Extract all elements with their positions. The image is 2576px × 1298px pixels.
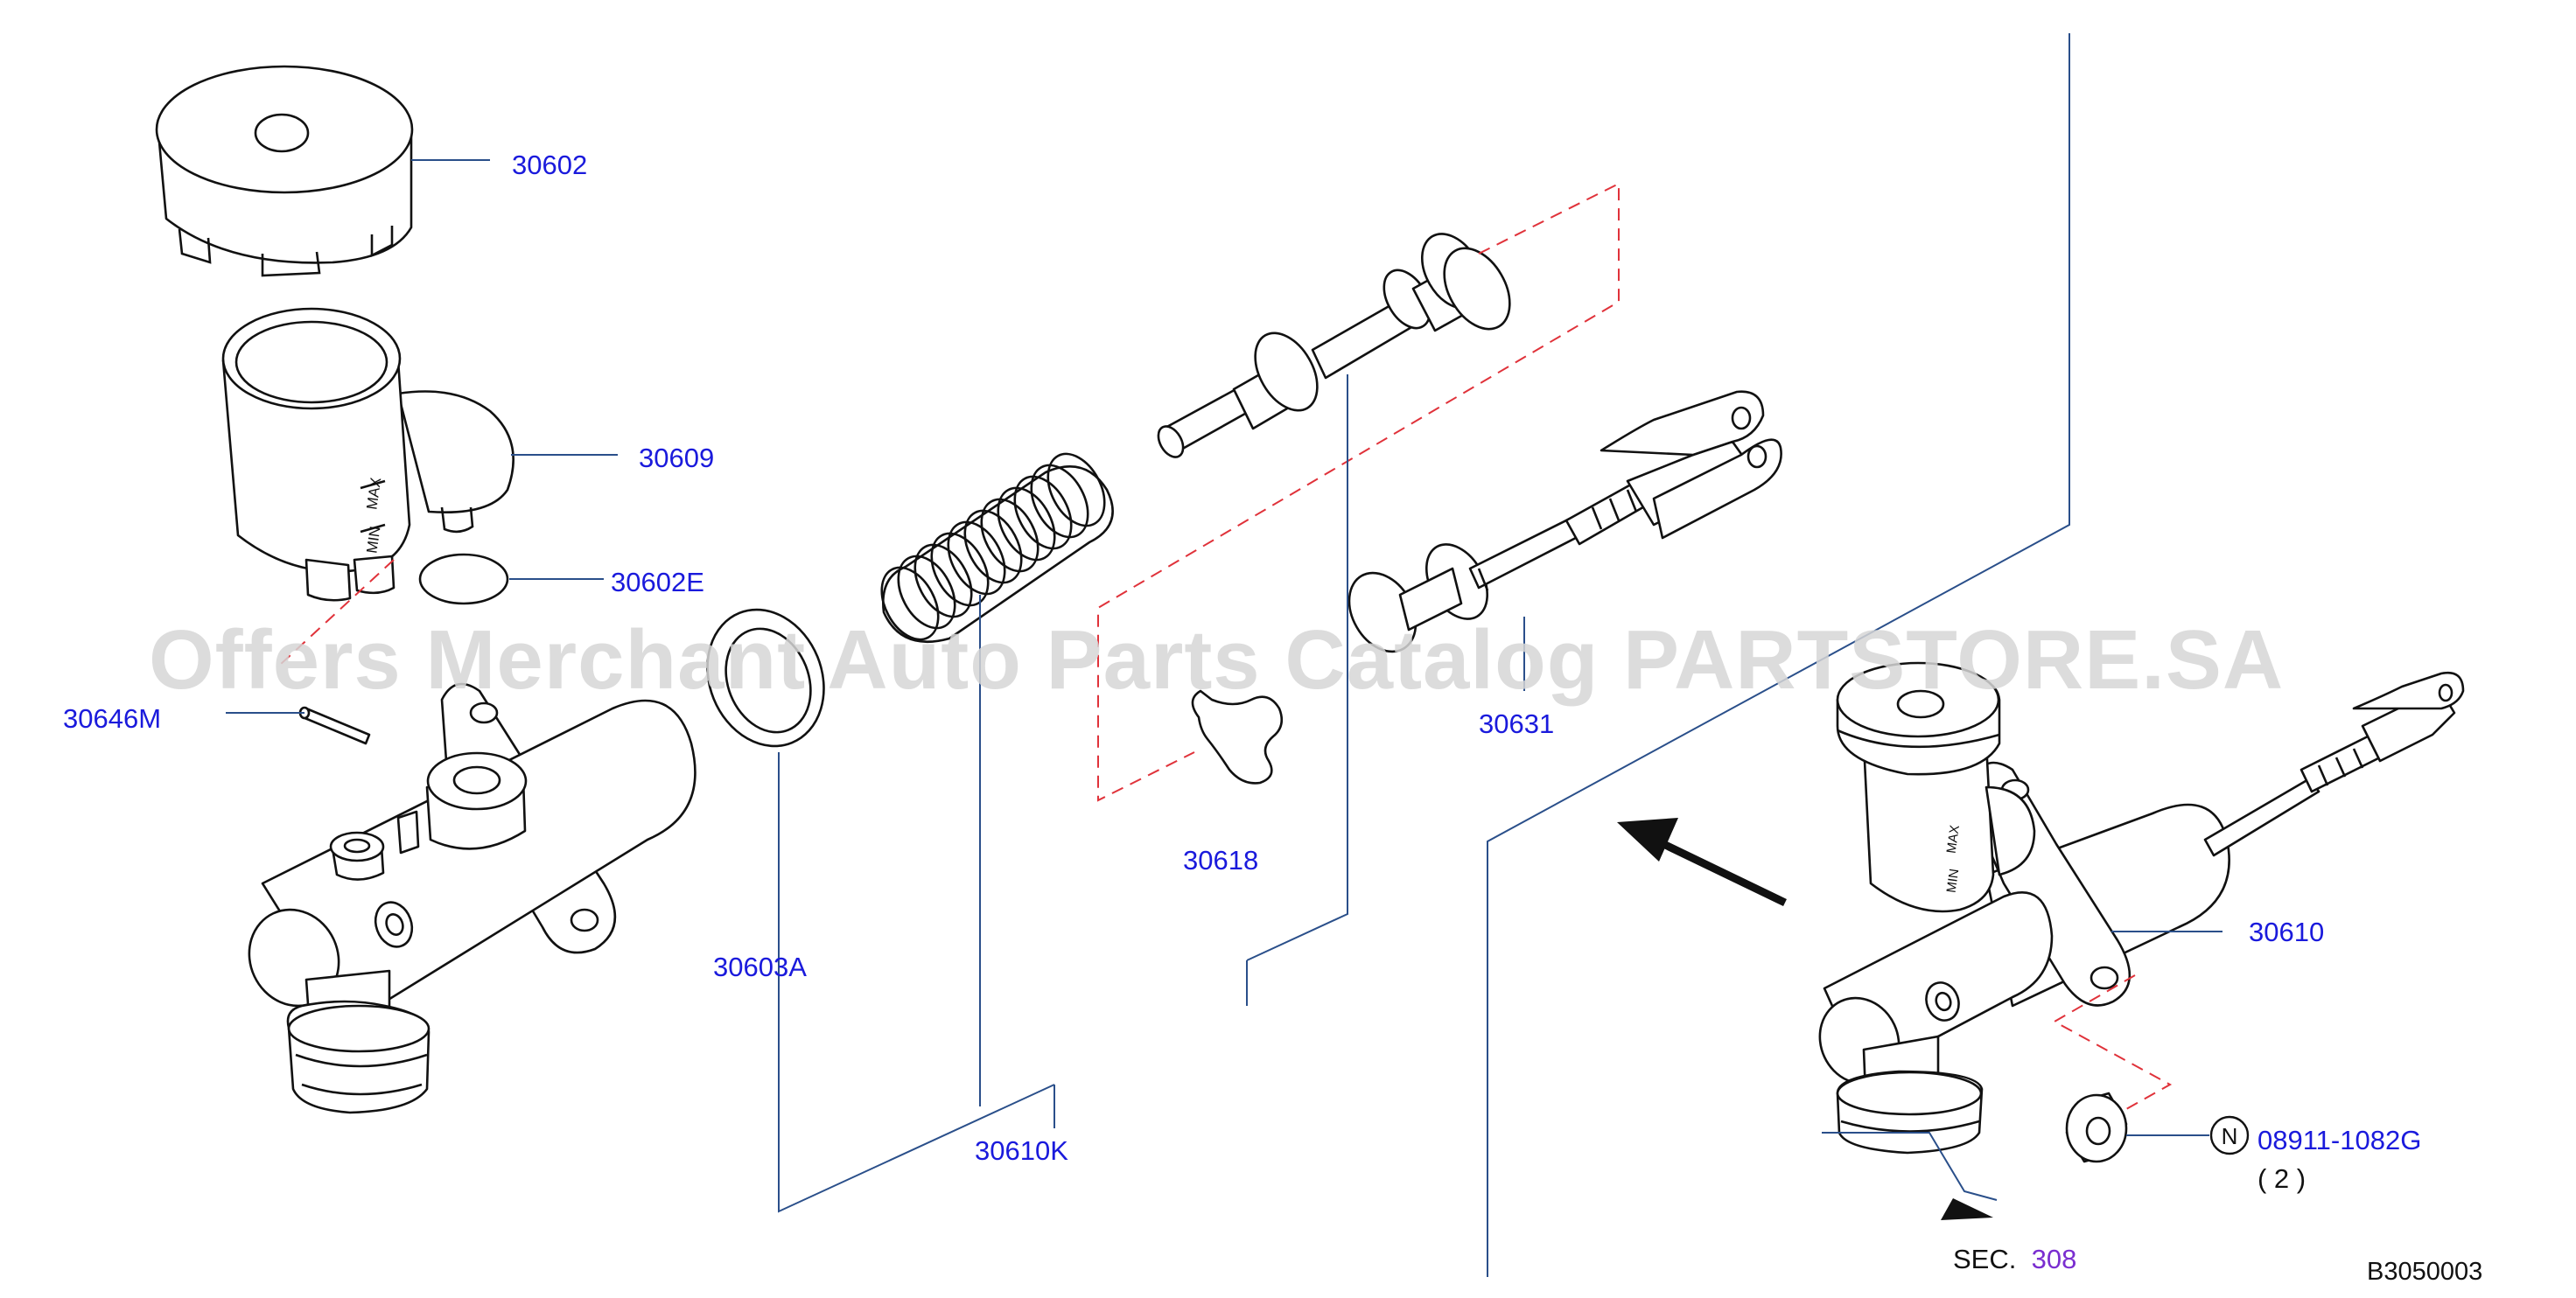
spring-coil [980, 498, 1040, 573]
max-marking-assembled: MAX [1944, 824, 1963, 855]
reservoir-cap-part[interactable] [155, 65, 414, 277]
min-marking: MIN [363, 525, 383, 555]
diagram-code: B3050003 [2367, 1258, 2483, 1286]
min-marking-assembled: MIN [1944, 868, 1963, 894]
label-08911-1082g[interactable]: 08911-1082G [2258, 1125, 2422, 1155]
label-30609[interactable]: 30609 [639, 443, 715, 473]
push-rod-part[interactable] [1336, 390, 1782, 664]
leader-lines [226, 33, 2222, 1277]
label-30618[interactable]: 30618 [1183, 845, 1259, 876]
clip-part[interactable] [1191, 689, 1284, 785]
assembly-guide-lines [279, 182, 2173, 1110]
label-30610[interactable]: 30610 [2249, 917, 2325, 947]
label-30603a[interactable]: 30603A [713, 952, 807, 982]
label-30610k[interactable]: 30610K [975, 1135, 1068, 1166]
spring-coil [1046, 452, 1106, 527]
o-ring-part[interactable] [418, 553, 509, 605]
watermark: Offers Merchant Auto Parts Catalog PARTS… [149, 613, 2285, 707]
spring-coil [947, 520, 1006, 596]
flange-nut-part[interactable] [2065, 1092, 2128, 1163]
spring-coil [1030, 464, 1089, 539]
section-number-link[interactable]: 308 [2031, 1244, 2077, 1274]
label-30631[interactable]: 30631 [1479, 708, 1555, 739]
spring-coil [914, 543, 973, 618]
piston-part[interactable] [1153, 223, 1523, 461]
master-cylinder-assembly-part[interactable]: MAX MIN [1806, 661, 2465, 1155]
label-30646m[interactable]: 30646M [63, 703, 162, 734]
max-marking: MAX [363, 477, 384, 511]
section-prefix: SEC. [1953, 1244, 2017, 1274]
reservoir-body-part[interactable]: MAX MIN [221, 307, 514, 602]
spring-coil [997, 486, 1056, 562]
spring-coil [1013, 475, 1073, 550]
section-arrow-icon [1822, 1132, 1998, 1220]
spring-coil [880, 566, 940, 641]
n-symbol-icon [2209, 1115, 2250, 1155]
n-symbol-text: N [2222, 1123, 2238, 1149]
direction-arrow-icon [1617, 818, 1787, 907]
section-reference[interactable]: SEC. 308 [1953, 1246, 2076, 1273]
master-cylinder-body-part[interactable] [234, 682, 696, 1114]
spring-coil [930, 532, 990, 607]
label-30602[interactable]: 30602 [512, 150, 588, 180]
pin-part[interactable] [298, 706, 371, 745]
seal-ring-part[interactable] [688, 592, 844, 764]
quantity-08911: ( 2 ) [2258, 1163, 2306, 1194]
return-spring-part[interactable] [871, 444, 1116, 649]
label-30602e[interactable]: 30602E [611, 567, 704, 597]
spring-coil [897, 555, 956, 630]
spring-coil [963, 509, 1023, 584]
